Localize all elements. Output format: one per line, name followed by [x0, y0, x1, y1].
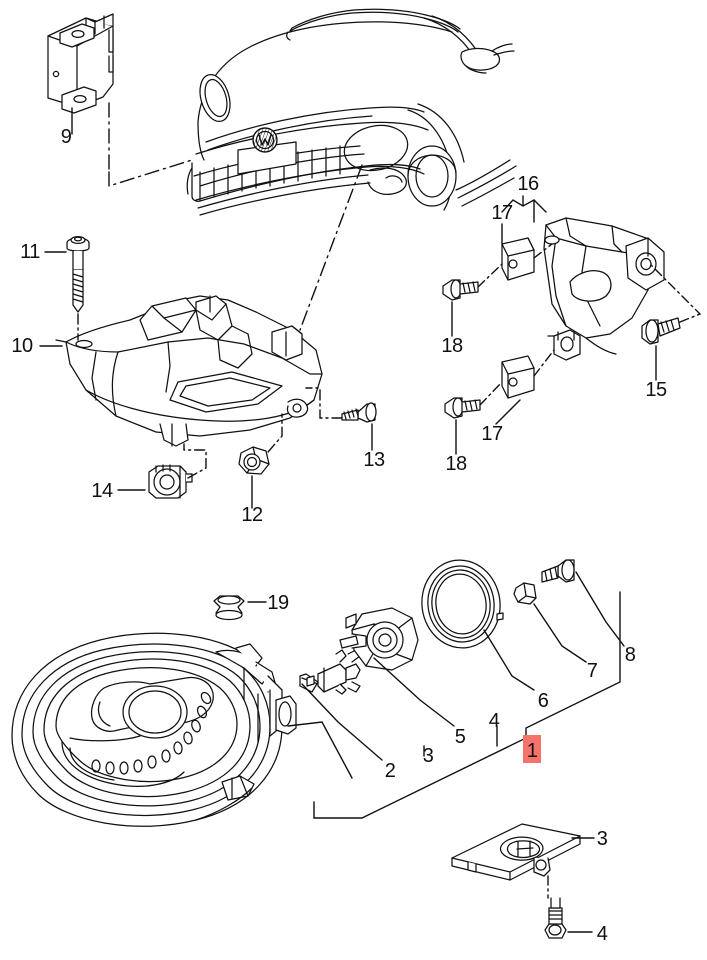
callout-18-upper: 18 — [441, 335, 463, 357]
callout-4: 4 — [489, 710, 500, 732]
callout-2: 2 — [385, 760, 396, 782]
part-screw-short — [341, 402, 377, 423]
callout-17-lower: 17 — [481, 423, 503, 445]
callout-5: 5 — [455, 726, 466, 748]
part-bulb — [299, 649, 361, 695]
callout-3: 3 — [423, 745, 434, 767]
callout-17-upper: 17 — [491, 202, 513, 224]
part-headlight-housing — [11, 632, 297, 827]
callout-7: 7 — [587, 660, 598, 682]
callout-15: 15 — [645, 379, 667, 401]
callout-4-bottom: 4 — [597, 923, 608, 945]
part-grommet — [148, 464, 193, 499]
part-bolt-shoulder-lower — [444, 397, 481, 419]
part-control-unit — [47, 13, 114, 114]
part-bolt-4 — [544, 897, 567, 939]
leader-lines — [39, 102, 702, 933]
part-nut — [238, 446, 270, 475]
part-cover-plate — [451, 823, 581, 881]
part-carrier-frame — [55, 295, 323, 447]
callout-10: 10 — [11, 335, 33, 357]
callout-14: 14 — [91, 480, 113, 502]
part-bolt-long — [66, 235, 90, 313]
callout-9: 9 — [61, 126, 72, 148]
part-bracket-assembly — [543, 217, 665, 361]
part-screw-8 — [541, 559, 575, 583]
highlight-box-1 — [523, 735, 541, 763]
callout-19: 19 — [267, 592, 289, 614]
callout-8: 8 — [625, 644, 636, 666]
part-bolt-shoulder-upper — [442, 279, 479, 301]
callout-16: 16 — [517, 173, 539, 195]
vehicle-illustration — [186, 8, 517, 216]
part-mounting-plate-upper — [501, 237, 535, 281]
part-plug-cap — [213, 595, 245, 621]
callout-13: 13 — [363, 449, 385, 471]
part-sealing-ring — [421, 559, 504, 649]
callout-1: 1 — [527, 740, 538, 762]
callout-18-lower: 18 — [445, 453, 467, 475]
callout-6: 6 — [538, 690, 549, 712]
part-motor-actuator — [339, 607, 419, 671]
callout-3-bottom: 3 — [597, 828, 608, 850]
callout-labels: 9 11 10 14 12 13 16 17 18 17 18 15 19 1 … — [11, 126, 667, 945]
callout-11: 11 — [20, 241, 40, 263]
part-cap — [513, 582, 537, 605]
part-bolt-flanged — [641, 317, 681, 345]
part-mounting-plate-lower — [501, 355, 535, 399]
callout-12: 12 — [241, 504, 263, 526]
